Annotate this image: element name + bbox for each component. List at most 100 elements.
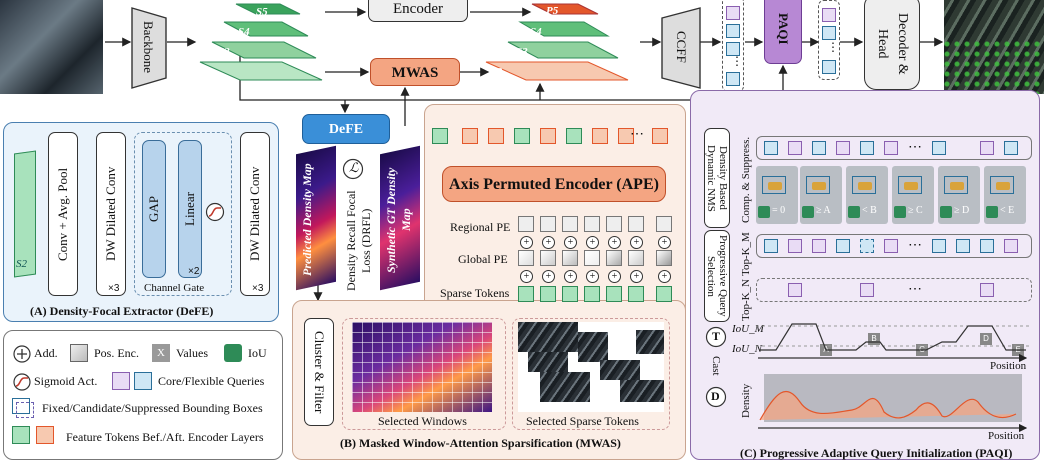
regional-pe-token [606, 216, 622, 232]
regional-pe-token [656, 216, 672, 232]
comp-label: < B [862, 205, 877, 216]
sigmoid-icon [205, 202, 225, 222]
loss-name: Density Recall Focal Loss (DRFL) [344, 190, 373, 292]
nms-block [704, 128, 730, 228]
backbone-label: Backbone [141, 21, 156, 73]
object-mark [904, 182, 918, 190]
candidate-box [852, 176, 876, 194]
pqs-label: Progressive Query Selection [705, 235, 729, 317]
sparse-patch [636, 330, 664, 354]
feature-token [462, 128, 478, 144]
query-token [860, 239, 874, 253]
iou-badge [940, 206, 952, 218]
values-icon: X [152, 344, 170, 362]
encoder-block: Encoder [368, 0, 468, 22]
comp-label: ≥ A [816, 205, 831, 216]
defe-block: DeFE [302, 114, 390, 144]
d-node [705, 386, 727, 408]
add-icon: + [630, 270, 643, 283]
pos-enc-icon [70, 344, 88, 362]
add-icon: + [520, 270, 533, 283]
query-token [812, 141, 826, 155]
query-token [884, 141, 898, 155]
flexible-query-icon [134, 372, 152, 390]
iou-badge [986, 206, 998, 218]
query-token [980, 239, 994, 253]
output-pyramid [485, 3, 629, 81]
add-icon: + [630, 236, 643, 249]
mwas-label: MWAS [391, 65, 439, 81]
cluster-filter-block [304, 318, 334, 426]
pqs-block [704, 230, 730, 322]
paqi-block [764, 0, 802, 64]
query-token [1004, 141, 1018, 155]
query-row [756, 136, 1032, 160]
d-node-label: D [711, 389, 720, 403]
query-token [980, 283, 994, 297]
dw-conv-1-rep: ×3 [108, 283, 120, 294]
iou-m-label: IoU_M [732, 323, 764, 335]
sparse-token [562, 286, 578, 302]
decoder-label: Decoder & Head [875, 13, 910, 75]
sparse-patch [518, 322, 578, 352]
density-axis-label: Density [740, 383, 752, 419]
feature-token [618, 128, 634, 144]
iou-badge [802, 206, 814, 218]
query-token [764, 141, 778, 155]
paqi-panel-caption: (C) Progressive Adaptive Query Initializ… [740, 446, 1013, 460]
comp-label: ≥ C [908, 205, 923, 216]
comp-label: < E [1000, 205, 1015, 216]
paqi-label: PAQI [776, 13, 791, 45]
dw-conv-1-label: DW Dilated Conv [103, 166, 118, 262]
query-token [788, 283, 802, 297]
query-token [932, 141, 946, 155]
global-pe-token [562, 250, 578, 266]
dw-conv-1-block [96, 132, 126, 296]
legend-values: Values [176, 346, 208, 360]
global-pe-token [518, 250, 534, 266]
backbone-block [131, 7, 167, 89]
query-token [788, 141, 802, 155]
iou-box: D [980, 333, 992, 345]
scale-p5: P5 [546, 5, 559, 17]
sparse-token [656, 286, 672, 302]
dw-conv-2-block [240, 132, 270, 296]
query-row [756, 278, 1032, 302]
scale-s5: S5 [256, 6, 268, 18]
query-token [812, 239, 826, 253]
candidate-box [898, 176, 922, 194]
position-label-1: Position [990, 360, 1027, 372]
sparse-patch [578, 332, 608, 362]
regional-pe-token [584, 216, 600, 232]
token-before-icon [12, 426, 30, 444]
candidate-box [762, 176, 786, 194]
feature-token [566, 128, 582, 144]
object-mark [768, 182, 782, 190]
scale-p2: P2 [490, 66, 503, 78]
legend-iou: IoU [248, 346, 267, 360]
global-pe-label: Global PE [458, 252, 508, 266]
selected-sparse-frame [512, 318, 670, 430]
query-token [836, 141, 850, 155]
regional-pe-token [540, 216, 556, 232]
conv-pool-label: Conv + Avg. Pool [55, 167, 70, 261]
ellipsis: ⋯ [630, 127, 644, 142]
encoder-label: Encoder [393, 1, 443, 17]
sparse-patch [620, 380, 664, 402]
comp-label: = 0 [772, 205, 786, 216]
sparse-token [540, 286, 556, 302]
sparse-patch [600, 360, 640, 380]
iou-badge [758, 206, 770, 218]
feature-token [592, 128, 608, 144]
ellipsis: ⋯ [908, 140, 922, 155]
ccff-block [661, 7, 701, 89]
scale-s3-out: S3 [516, 46, 528, 58]
add-icon: + [586, 236, 599, 249]
add-icon: + [564, 270, 577, 283]
query-token [860, 141, 874, 155]
add-icon: + [542, 236, 555, 249]
legend-pos-enc: Pos. Enc. [94, 346, 139, 360]
regional-pe-label: Regional PE [450, 220, 511, 234]
bbox-icon-2 [16, 402, 34, 418]
token-after-icon [36, 426, 54, 444]
